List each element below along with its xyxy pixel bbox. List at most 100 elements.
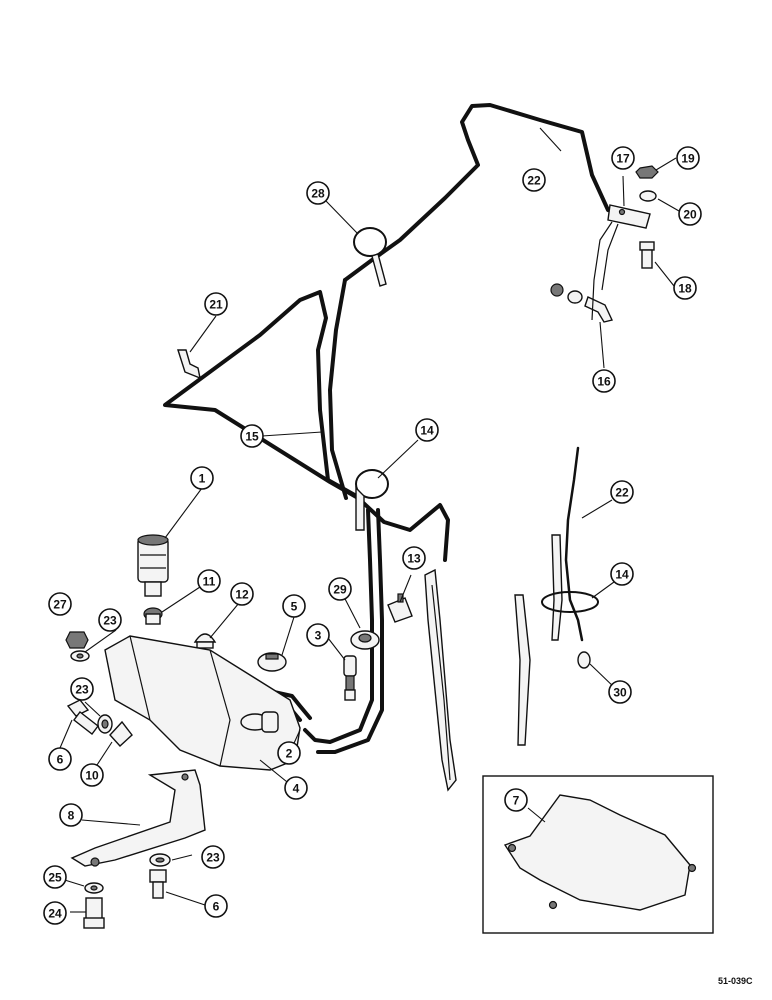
svg-text:5: 5 <box>291 600 298 614</box>
tube-clamp-14-right <box>541 591 599 613</box>
callout-3: 3 <box>306 623 330 647</box>
check-valve <box>343 655 357 701</box>
svg-text:10: 10 <box>85 769 99 783</box>
washer-tube-15 <box>163 290 362 500</box>
callout-17: 17 <box>611 146 635 170</box>
callout-1: 1 <box>190 466 214 490</box>
svg-text:6: 6 <box>57 753 64 767</box>
svg-text:4: 4 <box>293 782 300 796</box>
wiper-arm-rear <box>514 534 563 746</box>
washer-pump <box>137 534 169 597</box>
svg-text:1: 1 <box>199 472 206 486</box>
tube-clamp-14-left <box>355 469 389 531</box>
callout-11: 11 <box>197 569 221 593</box>
wiper-blade-front <box>424 568 457 792</box>
svg-text:23: 23 <box>206 851 220 865</box>
wiper-bracket-17 <box>607 204 651 229</box>
svg-text:29: 29 <box>333 583 347 597</box>
tube-clamp-28 <box>353 227 387 287</box>
svg-text:8: 8 <box>68 809 75 823</box>
callout-8: 8 <box>59 803 83 827</box>
svg-text:17: 17 <box>616 152 630 166</box>
callout-28: 28 <box>306 181 330 205</box>
callout-22-right: 22 <box>610 480 634 504</box>
callout-29: 29 <box>328 577 352 601</box>
svg-text:30: 30 <box>613 686 627 700</box>
callout-12: 12 <box>230 582 254 606</box>
svg-text:3: 3 <box>315 629 322 643</box>
svg-text:19: 19 <box>681 152 695 166</box>
callout-13: 13 <box>402 546 426 570</box>
svg-text:21: 21 <box>209 298 223 312</box>
svg-text:23: 23 <box>103 614 117 628</box>
callout-14-right: 14 <box>610 562 634 586</box>
callout-10: 10 <box>80 763 104 787</box>
nut-19 <box>635 165 659 179</box>
callout-15: 15 <box>240 424 264 448</box>
callout-22-upper: 22 <box>522 168 546 192</box>
svg-text:14: 14 <box>420 424 434 438</box>
callout-4: 4 <box>284 776 308 800</box>
bolt-24 <box>83 897 105 929</box>
washer-reservoir <box>104 635 301 771</box>
svg-text:7: 7 <box>513 794 520 808</box>
svg-text:20: 20 <box>683 208 697 222</box>
bolt-6-upper <box>66 699 99 735</box>
svg-text:16: 16 <box>597 375 611 389</box>
bolt-18 <box>639 241 655 269</box>
callout-16: 16 <box>592 369 616 393</box>
washer-23-top <box>70 650 90 662</box>
svg-text:25: 25 <box>48 871 62 885</box>
callout-2: 2 <box>277 741 301 765</box>
svg-text:14: 14 <box>615 568 629 582</box>
inset-box <box>482 775 714 934</box>
svg-text:6: 6 <box>213 900 220 914</box>
callout-23-mid: 23 <box>70 677 94 701</box>
tube-clip-21 <box>177 349 201 380</box>
wiper-bracket-13 <box>387 593 413 623</box>
wiper-arm-upper <box>591 221 619 321</box>
svg-text:12: 12 <box>235 588 249 602</box>
svg-text:13: 13 <box>407 552 421 566</box>
callout-30: 30 <box>608 680 632 704</box>
svg-text:22: 22 <box>615 486 629 500</box>
callout-23-top: 23 <box>98 608 122 632</box>
svg-text:15: 15 <box>245 430 259 444</box>
reservoir-plug <box>193 633 217 649</box>
svg-text:2: 2 <box>286 747 293 761</box>
callout-18: 18 <box>673 276 697 300</box>
svg-text:24: 24 <box>48 907 62 921</box>
filler-cap <box>257 652 287 672</box>
svg-text:22: 22 <box>527 174 541 188</box>
svg-text:11: 11 <box>203 575 216 589</box>
svg-text:23: 23 <box>75 683 89 697</box>
washer-20 <box>639 190 657 202</box>
washer-tube-main-run <box>303 278 450 754</box>
callout-19: 19 <box>676 146 700 170</box>
svg-text:27: 27 <box>53 598 67 612</box>
nut-27 <box>65 631 89 649</box>
svg-text:18: 18 <box>678 282 692 296</box>
callout-25: 25 <box>43 865 67 889</box>
callout-6-lower: 6 <box>204 894 228 918</box>
callout-20: 20 <box>678 202 702 226</box>
clip-10 <box>109 720 133 747</box>
bolt-6-lower <box>149 869 167 899</box>
nozzle-30 <box>577 651 591 669</box>
nozzle-16 <box>550 283 613 323</box>
callout-14-left: 14 <box>415 418 439 442</box>
drawing-code: 51-039C <box>718 976 753 986</box>
callout-7: 7 <box>504 788 528 812</box>
washer-23-bottom <box>149 853 171 867</box>
callout-23-bottom: 23 <box>201 845 225 869</box>
reservoir-bracket <box>70 769 206 867</box>
callout-21: 21 <box>204 292 228 316</box>
callout-5: 5 <box>282 594 306 618</box>
washer-tube-22-right <box>564 446 584 642</box>
pump-grommet <box>143 607 163 625</box>
callout-6-upper: 6 <box>48 747 72 771</box>
washer-tube-22-upper <box>343 103 610 282</box>
callout-24: 24 <box>43 901 67 925</box>
washer-25 <box>84 882 104 894</box>
